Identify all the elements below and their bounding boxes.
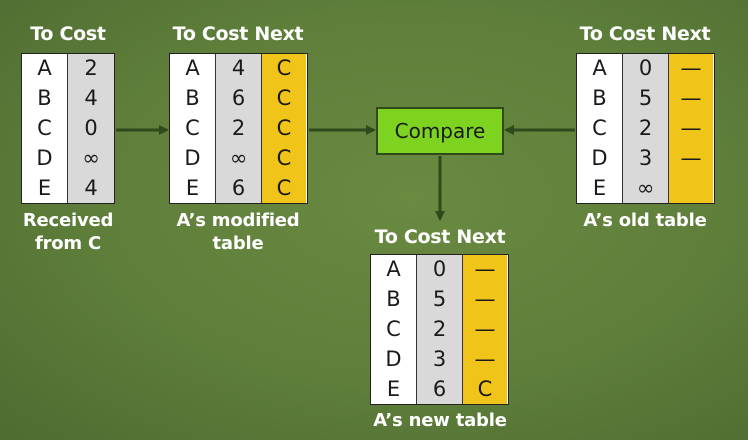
dest-cell: B [185,86,200,111]
caption-line: Received [22,210,114,231]
dest-cell: C [386,316,401,341]
received-table-caption: Received from C [22,209,114,255]
cost-cell: 4 [84,175,98,200]
next-cell: C [276,115,292,140]
cost-cell: 6 [231,86,246,111]
dest-cell: C [185,115,200,140]
cost-cell: 2 [638,115,653,140]
next-cell: — [474,257,496,282]
received-table-header: To Cost [30,23,106,45]
next-cell: — [474,316,496,341]
cost-cell: 2 [84,56,98,81]
cost-cell: 6 [432,376,447,401]
caption-line: A’s modified [176,210,300,231]
next-cell: — [474,287,496,312]
cost-cell: 5 [638,86,653,111]
old-cost-column: 0 5 2 3 ∞ [623,54,669,203]
cost-cell: 4 [84,86,98,111]
cost-cell: 0 [432,257,447,282]
next-cell: C [276,56,292,81]
received-dest-column: A B C D E [22,54,68,203]
caption-line: A’s new table [373,410,507,431]
modified-cost-column: 4 6 2 ∞ 6 [216,54,262,203]
next-cell: C [276,175,292,200]
dest-cell: D [184,145,201,170]
cost-cell: 0 [638,56,653,81]
dest-cell: D [591,145,608,170]
cost-cell: ∞ [636,175,655,200]
modified-table-header: To Cost Next [172,23,304,45]
dest-cell: D [385,346,402,371]
cost-cell: ∞ [229,145,248,170]
dest-cell: C [37,115,52,140]
next-cell: C [276,86,292,111]
dest-cell: D [36,145,53,170]
modified-dest-column: A B C D E [170,54,216,203]
dest-cell: E [386,376,401,401]
new-dest-column: A B C D E [371,255,417,404]
next-cell: C [276,145,292,170]
cost-cell: 2 [231,115,246,140]
cost-cell: 4 [231,56,246,81]
next-cell: — [680,115,702,140]
old-table: A B C D E 0 5 2 3 ∞ — — — — [576,53,715,204]
old-table-header: To Cost Next [579,23,711,45]
dest-cell: E [37,175,52,200]
cost-cell: 6 [231,175,246,200]
next-cell: C [477,376,493,401]
modified-table: A B C D E 4 6 2 ∞ 6 C C C C C [169,53,308,204]
cost-cell: 0 [84,115,98,140]
caption-line: table [212,233,264,254]
modified-table-caption: A’s modified table [177,209,300,255]
new-next-column: — — — — C [463,255,507,404]
compare-label: Compare [394,119,486,143]
compare-box: Compare [376,107,504,155]
received-cost-column: 2 4 0 ∞ 4 [68,54,114,203]
cost-cell: 2 [432,316,447,341]
dest-cell: E [185,175,200,200]
new-cost-column: 0 5 2 3 6 [417,255,463,404]
dest-cell: C [592,115,607,140]
dest-cell: A [386,257,401,282]
new-table-header: To Cost Next [374,226,506,248]
dest-cell: A [185,56,200,81]
next-cell: — [680,56,702,81]
old-next-column: — — — — [669,54,713,203]
dest-cell: B [37,86,52,111]
caption-line: from C [34,233,102,254]
received-table: A B C D E 2 4 0 ∞ 4 [21,53,115,204]
dest-cell: B [592,86,607,111]
old-dest-column: A B C D E [577,54,623,203]
cost-cell: 3 [432,346,447,371]
next-cell: — [680,145,702,170]
next-cell: — [474,346,496,371]
old-table-caption: A’s old table [583,209,706,232]
dest-cell: A [592,56,607,81]
caption-line: A’s old table [583,210,707,231]
cost-cell: 3 [638,145,653,170]
new-table: A B C D E 0 5 2 3 6 — — — — C [370,254,509,405]
modified-next-column: C C C C C [262,54,306,203]
dest-cell: E [592,175,607,200]
cost-cell: ∞ [82,145,100,170]
new-table-caption: A’s new table [373,409,507,432]
next-cell: — [680,86,702,111]
dest-cell: A [37,56,52,81]
cost-cell: 5 [432,287,447,312]
dest-cell: B [386,287,401,312]
